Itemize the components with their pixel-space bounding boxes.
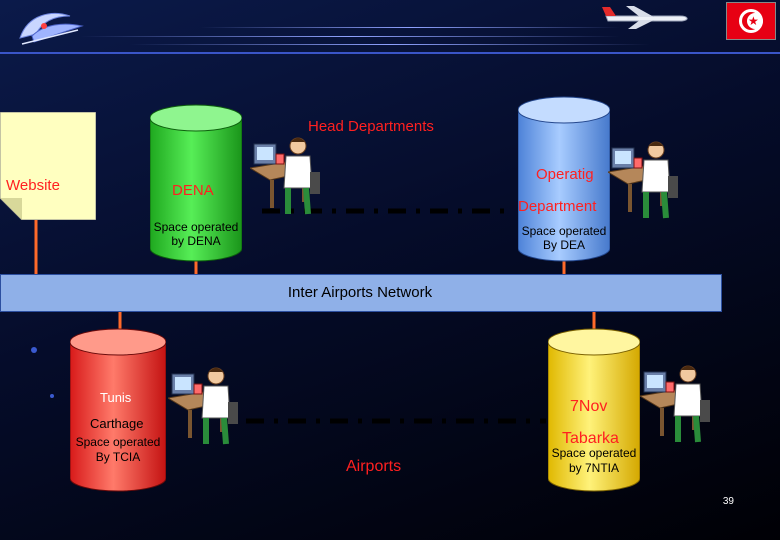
header: ★ (0, 0, 780, 56)
website-label: Website (6, 177, 60, 194)
operating-department-database: Operatig Department Space operated By DE… (518, 96, 610, 262)
operator-figure-operating (606, 136, 680, 220)
tabarka-note-line2: by 7NTIA (568, 461, 619, 475)
operating-dept-note-line1: Space operated (521, 224, 607, 238)
tunis-name-line2: Carthage (90, 416, 144, 431)
operating-dept-name-line1: Operatig (536, 166, 594, 183)
tabarka-name-line1: 7Nov (570, 398, 608, 415)
tabarka-database: 7Nov Tabarka Space operated by 7NTIA (548, 328, 640, 492)
tunis-note-line2: By TCIA (95, 450, 141, 464)
network-label: Inter Airports Network (287, 284, 433, 301)
tunis-carthage-database: Tunis Carthage Space operated By TCIA (70, 328, 166, 492)
tunisia-flag-icon: ★ (726, 2, 776, 40)
airplane-icon (602, 6, 688, 29)
tabarka-name-line2: Tabarka (562, 430, 619, 447)
dena-note-line2: by DENA (171, 234, 221, 248)
dena-note-line1: Space operated (153, 220, 239, 234)
head-departments-label: Head Departments (308, 118, 434, 135)
tunis-note-line1: Space operated (75, 435, 161, 449)
airline-bird-logo-icon (19, 13, 84, 45)
tunis-name-line1: Tunis (100, 390, 132, 405)
website-page: Website (0, 112, 96, 220)
operator-figure-tunis (166, 362, 240, 446)
airports-label: Airports (346, 458, 402, 475)
doctor-at-computer-icon (248, 137, 320, 215)
dena-name: DENA (172, 182, 214, 199)
dena-database: DENA Space operated by DENA (150, 104, 242, 262)
operating-dept-note-line2: By DEA (542, 238, 585, 252)
doctor-at-computer-icon (638, 365, 710, 443)
header-divider (0, 52, 780, 54)
operator-figure-tabarka (638, 360, 712, 444)
page-number: 39 (722, 496, 734, 507)
doctor-at-computer-icon (166, 367, 238, 445)
operator-figure-dena (248, 132, 322, 216)
inter-airports-network-bar (0, 274, 722, 312)
tabarka-note-line1: Space operated (551, 446, 637, 460)
doctor-at-computer-icon (606, 141, 678, 219)
operating-dept-name-line2: Department (518, 198, 597, 215)
